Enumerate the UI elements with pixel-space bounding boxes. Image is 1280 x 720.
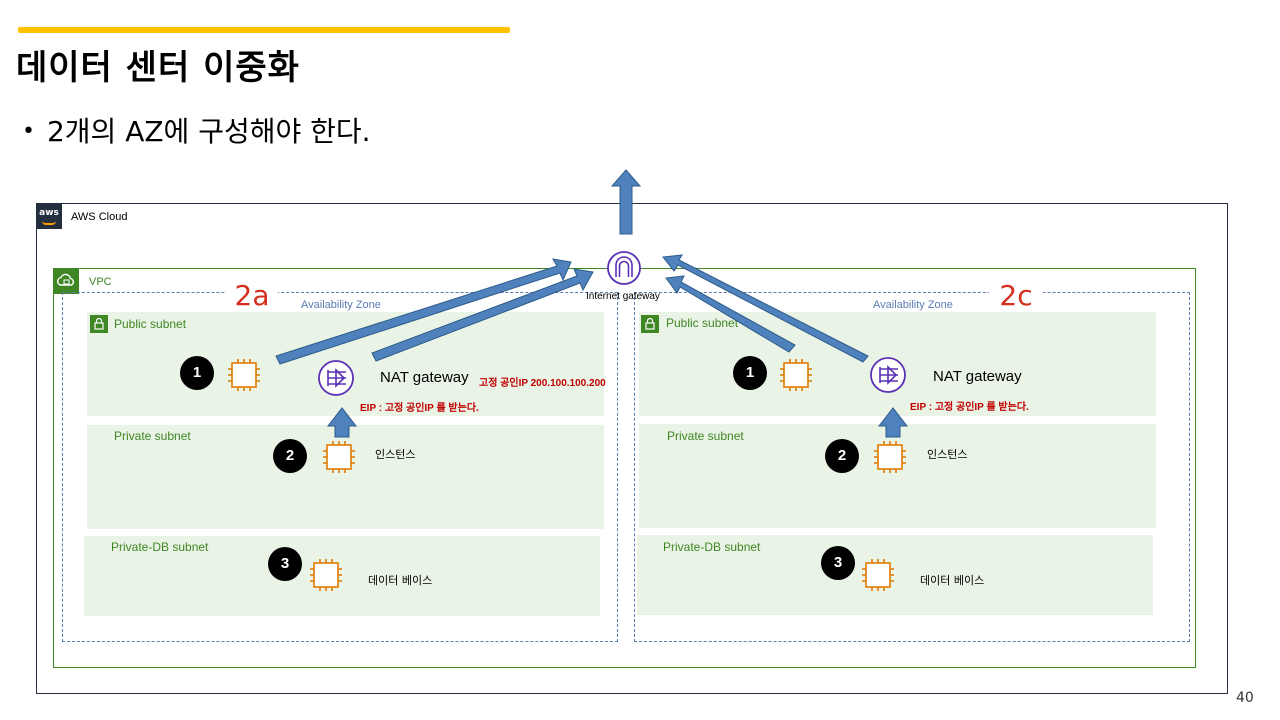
- eip-note-2c: EIP : 고정 공인IP 를 받는다.: [910, 402, 1029, 413]
- bullet-point: • 2개의 AZ에 구성해야 한다.: [22, 110, 371, 150]
- vpc-cloud-icon: [53, 268, 79, 294]
- ec2-instance-icon: [322, 440, 356, 474]
- aws-cloud-label: AWS Cloud: [71, 211, 128, 223]
- title-accent-bar: [18, 27, 510, 33]
- step-badge-3-2c: 3: [821, 546, 855, 580]
- private-subnet-2c: [639, 424, 1156, 528]
- arrow-instance2-2a-to-nat: [326, 407, 358, 438]
- eip-note-2a: EIP : 고정 공인IP 를 받는다.: [360, 403, 479, 414]
- availability-zone-2c: [634, 292, 1190, 642]
- nat-gateway-icon: [870, 357, 906, 393]
- instance-label-2a: 인스턴스: [375, 448, 416, 461]
- database-label-2a: 데이터 베이스: [368, 574, 433, 587]
- private-db-subnet-label-2a: Private-DB subnet: [111, 540, 209, 554]
- nat-gateway-label-2c: NAT gateway: [933, 368, 1022, 385]
- internet-gateway-label: Internet gateway: [586, 291, 660, 302]
- nat-gateway-icon: [318, 360, 354, 396]
- az-label-2c: Availability Zone: [873, 299, 953, 311]
- nat-gateway-label-2a: NAT gateway: [380, 369, 469, 386]
- arrow-instance1-2c-to-igw: [665, 275, 796, 353]
- availability-zone-2a: [62, 292, 618, 642]
- lock-icon: [641, 315, 659, 333]
- az-tag-2a: 2a: [226, 277, 278, 317]
- step-badge-2-2c: 2: [825, 439, 859, 473]
- private-db-subnet-2c: [637, 535, 1153, 615]
- lock-icon: [90, 315, 108, 333]
- arrow-instance1-2a-to-igw: [275, 258, 572, 365]
- page-number: 40: [1236, 690, 1254, 706]
- az-tag-2c: 2c: [989, 277, 1043, 317]
- slide-title: 데이터 센터 이중화: [16, 48, 300, 88]
- ec2-instance-icon: [227, 358, 261, 392]
- nat-ip-note-2a: 고정 공인IP 200.100.100.200: [479, 378, 606, 389]
- private-db-subnet-2a: [84, 536, 600, 616]
- database-label-2c: 데이터 베이스: [920, 574, 985, 587]
- step-badge-3-2a: 3: [268, 547, 302, 581]
- bullet-text: 2개의 AZ에 구성해야 한다.: [46, 115, 371, 148]
- arrow-nat-2c-to-igw: [662, 254, 869, 363]
- internet-up-arrow: [610, 169, 642, 235]
- private-db-subnet-label-2c: Private-DB subnet: [663, 540, 761, 554]
- ec2-database-icon: [861, 558, 895, 592]
- arrow-nat-2a-to-igw: [371, 268, 594, 362]
- private-subnet-label-2c: Private subnet: [667, 429, 744, 443]
- step-badge-2-2a: 2: [273, 439, 307, 473]
- public-subnet-label-2a: Public subnet: [114, 317, 187, 331]
- vpc-label: VPC: [89, 276, 112, 288]
- internet-gateway-icon: [607, 251, 641, 285]
- ec2-instance-icon: [779, 358, 813, 392]
- step-badge-1-2a: 1: [180, 356, 214, 390]
- step-badge-1-2c: 1: [733, 356, 767, 390]
- arrow-instance2-2c-to-nat: [877, 407, 909, 438]
- bullet-dot-icon: •: [22, 119, 35, 144]
- ec2-database-icon: [309, 558, 343, 592]
- ec2-instance-icon: [873, 440, 907, 474]
- private-subnet-label-2a: Private subnet: [114, 429, 191, 443]
- public-subnet-label-2c: Public subnet: [666, 316, 739, 330]
- aws-logo-icon: aws: [36, 203, 62, 229]
- instance-label-2c: 인스턴스: [927, 448, 968, 461]
- az-label-2a: Availability Zone: [301, 299, 381, 311]
